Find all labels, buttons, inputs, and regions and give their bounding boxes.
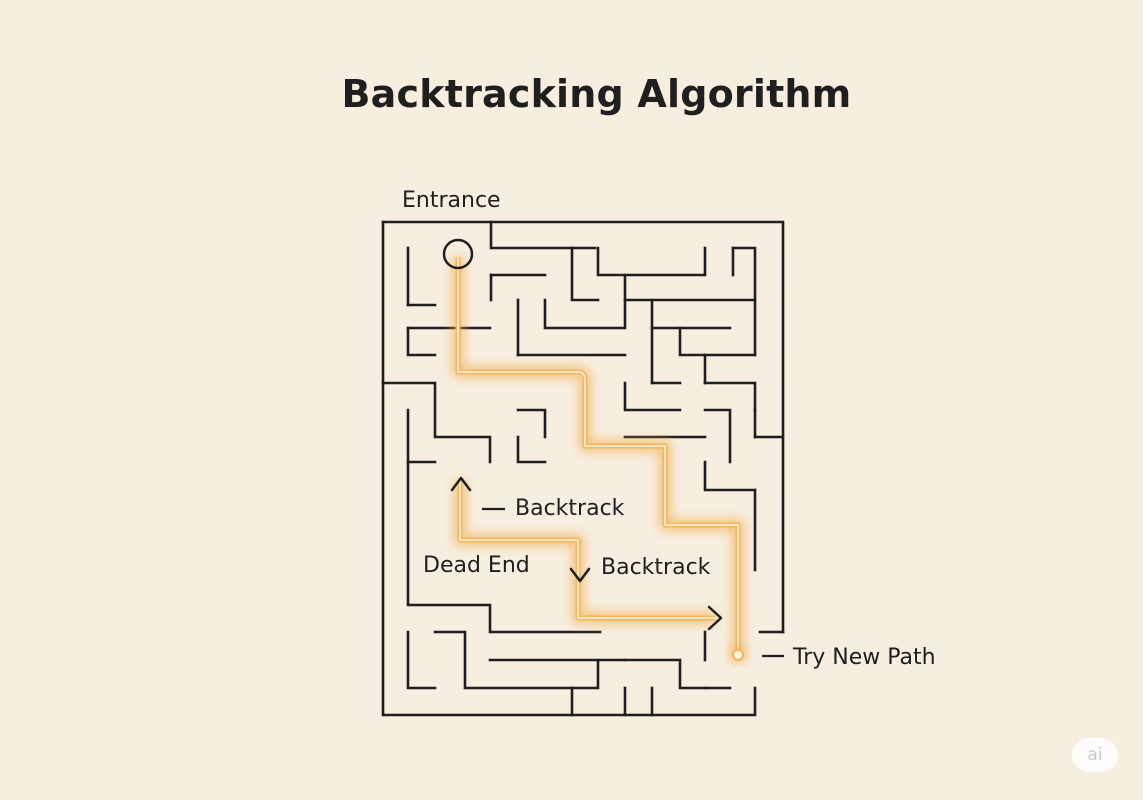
path-core-branch	[459, 480, 715, 619]
watermark-badge: ai	[1072, 738, 1118, 772]
backtrack-lower-label: Backtrack	[601, 555, 711, 580]
arrow-down-icon	[569, 567, 591, 583]
watermark-text: ai	[1087, 745, 1103, 765]
maze-outer-wall-left-bottom	[381, 220, 757, 717]
try-new-path-label: Try New Path	[792, 645, 936, 670]
entrance-label: Entrance	[402, 188, 501, 213]
arrow-up-icon	[450, 476, 472, 492]
path-core-main	[457, 257, 739, 655]
dead-end-label: Dead End	[423, 553, 530, 578]
path-line-main	[455, 257, 741, 655]
arrow-right-icon	[707, 605, 723, 631]
path-end-dot-icon	[729, 646, 747, 664]
entrance-circle-icon	[442, 238, 474, 270]
solution-path	[451, 257, 745, 655]
maze-walls	[381, 220, 785, 717]
diagram-title: Backtracking Algorithm	[341, 72, 852, 116]
maze-outer-wall-top-right	[381, 220, 785, 634]
path-glow-main	[451, 257, 745, 655]
backtrack-upper-label: Backtrack	[515, 496, 625, 521]
